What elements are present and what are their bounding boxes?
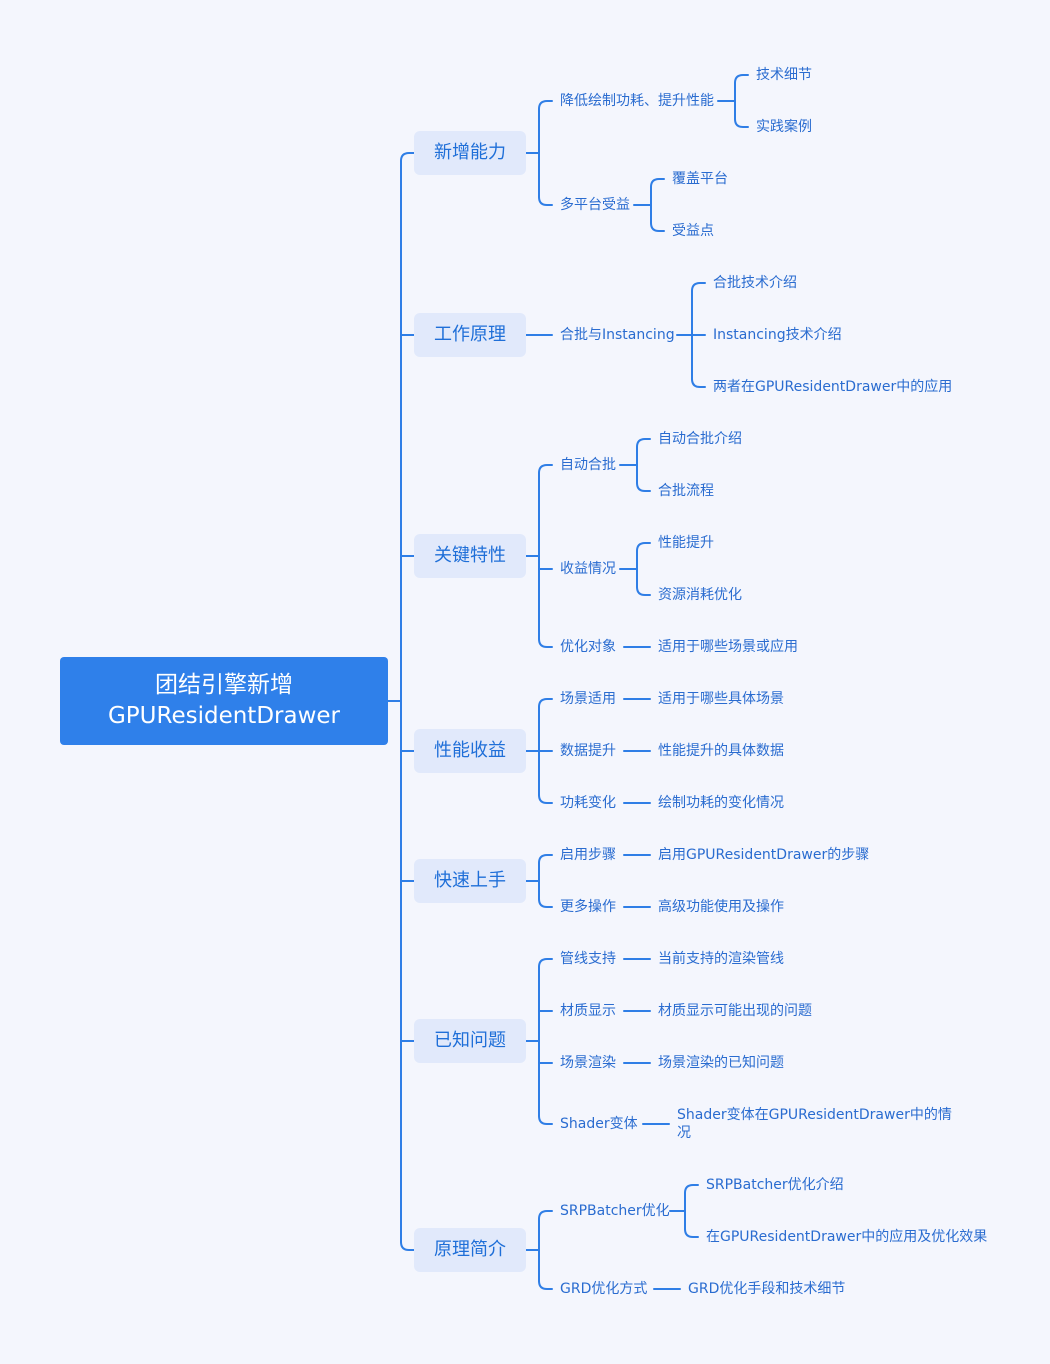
b6-arm-0 [538, 1210, 553, 1220]
node-more-operations[interactable]: 更多操作 [560, 899, 616, 915]
branch-key-features[interactable]: 关键特性 [414, 534, 526, 578]
b0-arm-1 [538, 196, 553, 206]
leaf-power-change-detail[interactable]: 绘制功耗的变化情况 [658, 795, 784, 811]
branch-known-issues[interactable]: 已知问题 [414, 1019, 526, 1063]
b4-arm-0 [538, 854, 553, 864]
leaf-auto-batching-intro[interactable]: 自动合批介绍 [658, 431, 742, 447]
node-power-change[interactable]: 功耗变化 [560, 795, 616, 811]
b0c0-arm-1 [734, 118, 749, 128]
node-pipeline-support[interactable]: 管线支持 [560, 951, 616, 967]
b3-arm-0 [538, 698, 553, 708]
leaf-tech-details[interactable]: 技术细节 [756, 67, 812, 83]
b0c1-arm-1 [650, 222, 665, 232]
node-multi-platform[interactable]: 多平台受益 [560, 197, 630, 213]
leaf-perf-improvement[interactable]: 性能提升 [658, 535, 714, 551]
node-reduce-power[interactable]: 降低绘制功耗、提升性能 [560, 93, 714, 109]
b2c1-arm-1 [636, 586, 651, 596]
leaf-covered-platforms[interactable]: 覆盖平台 [672, 171, 728, 187]
leaf-scene-render-issues[interactable]: 场景渲染的已知问题 [658, 1055, 784, 1071]
leaf-shader-variants-in-grd[interactable]: Shader变体在GPUResidentDrawer中的情况 [677, 1107, 952, 1141]
b2c0-arm-1 [636, 482, 651, 492]
branch-principle-intro[interactable]: 原理简介 [414, 1228, 526, 1272]
leaf-batching-intro[interactable]: 合批技术介绍 [713, 275, 797, 291]
root-title-line1: 团结引擎新增 [155, 672, 293, 698]
leaf-resource-optimization[interactable]: 资源消耗优化 [658, 587, 742, 603]
b4-arm-1 [538, 898, 553, 908]
b1c0-arm-0 [691, 282, 706, 292]
branch-performance-gains[interactable]: 性能收益 [414, 729, 526, 773]
b3-arm-2 [538, 794, 553, 804]
b0c1-arm-0 [650, 178, 665, 188]
leaf-benefit-points[interactable]: 受益点 [672, 223, 714, 239]
b1c0-arm-2 [691, 378, 706, 388]
root-arm-0 [400, 152, 415, 162]
node-benefits[interactable]: 收益情况 [560, 561, 616, 577]
node-data-improvement[interactable]: 数据提升 [560, 743, 616, 759]
root-title-line2: GPUResidentDrawer [107, 703, 341, 729]
leaf-enable-grd-steps[interactable]: 启用GPUResidentDrawer的步骤 [658, 847, 870, 863]
b2-arm-0 [538, 464, 553, 474]
branch-new-capabilities[interactable]: 新增能力 [414, 131, 526, 175]
b0c0-arm-0 [734, 74, 749, 84]
b5-arm-0 [538, 958, 553, 968]
b2c1-arm-0 [636, 542, 651, 552]
root-node[interactable]: 团结引擎新增 GPUResidentDrawer [60, 657, 388, 745]
branch-quick-start[interactable]: 快速上手 [414, 859, 526, 903]
leaf-supported-pipelines[interactable]: 当前支持的渲染管线 [658, 951, 784, 967]
node-optimization-targets[interactable]: 优化对象 [560, 639, 616, 655]
b6c0-arm-0 [684, 1184, 699, 1194]
leaf-batching-flow[interactable]: 合批流程 [658, 483, 714, 499]
b0-arm-0 [538, 100, 553, 110]
leaf-specific-scenes[interactable]: 适用于哪些具体场景 [658, 691, 784, 707]
leaf-grd-opt-details[interactable]: GRD优化手段和技术细节 [688, 1281, 846, 1297]
node-batching-instancing[interactable]: 合批与Instancing [560, 327, 675, 343]
leaf-applicable-scenes[interactable]: 适用于哪些场景或应用 [658, 639, 798, 655]
node-srpbatcher-opt[interactable]: SRPBatcher优化 [560, 1203, 670, 1219]
b6-arm-1 [538, 1280, 553, 1290]
b6c0-arm-1 [684, 1228, 699, 1238]
root-arm-6 [400, 1241, 415, 1251]
b2-arm-2 [538, 638, 553, 648]
b2c0-arm-0 [636, 438, 651, 448]
leaf-instancing-intro[interactable]: Instancing技术介绍 [713, 327, 842, 343]
leaf-specific-data[interactable]: 性能提升的具体数据 [658, 743, 784, 759]
leaf-advanced-features[interactable]: 高级功能使用及操作 [658, 899, 784, 915]
node-scene-applicable[interactable]: 场景适用 [560, 691, 616, 707]
leaf-material-issues[interactable]: 材质显示可能出现的问题 [658, 1003, 812, 1019]
node-material-display[interactable]: 材质显示 [560, 1003, 616, 1019]
b5-arm-3 [538, 1115, 553, 1125]
leaf-srpbatcher-in-grd[interactable]: 在GPUResidentDrawer中的应用及优化效果 [706, 1229, 988, 1245]
leaf-srpbatcher-intro[interactable]: SRPBatcher优化介绍 [706, 1177, 844, 1193]
node-shader-variants[interactable]: Shader变体 [560, 1116, 638, 1132]
branch-working-principle[interactable]: 工作原理 [414, 313, 526, 357]
node-grd-opt-method[interactable]: GRD优化方式 [560, 1281, 648, 1297]
node-auto-batching[interactable]: 自动合批 [560, 457, 616, 473]
leaf-both-in-grd[interactable]: 两者在GPUResidentDrawer中的应用 [713, 379, 953, 395]
node-scene-rendering[interactable]: 场景渲染 [560, 1055, 616, 1071]
leaf-practice-cases[interactable]: 实践案例 [756, 119, 812, 135]
node-enable-steps[interactable]: 启用步骤 [560, 847, 616, 863]
